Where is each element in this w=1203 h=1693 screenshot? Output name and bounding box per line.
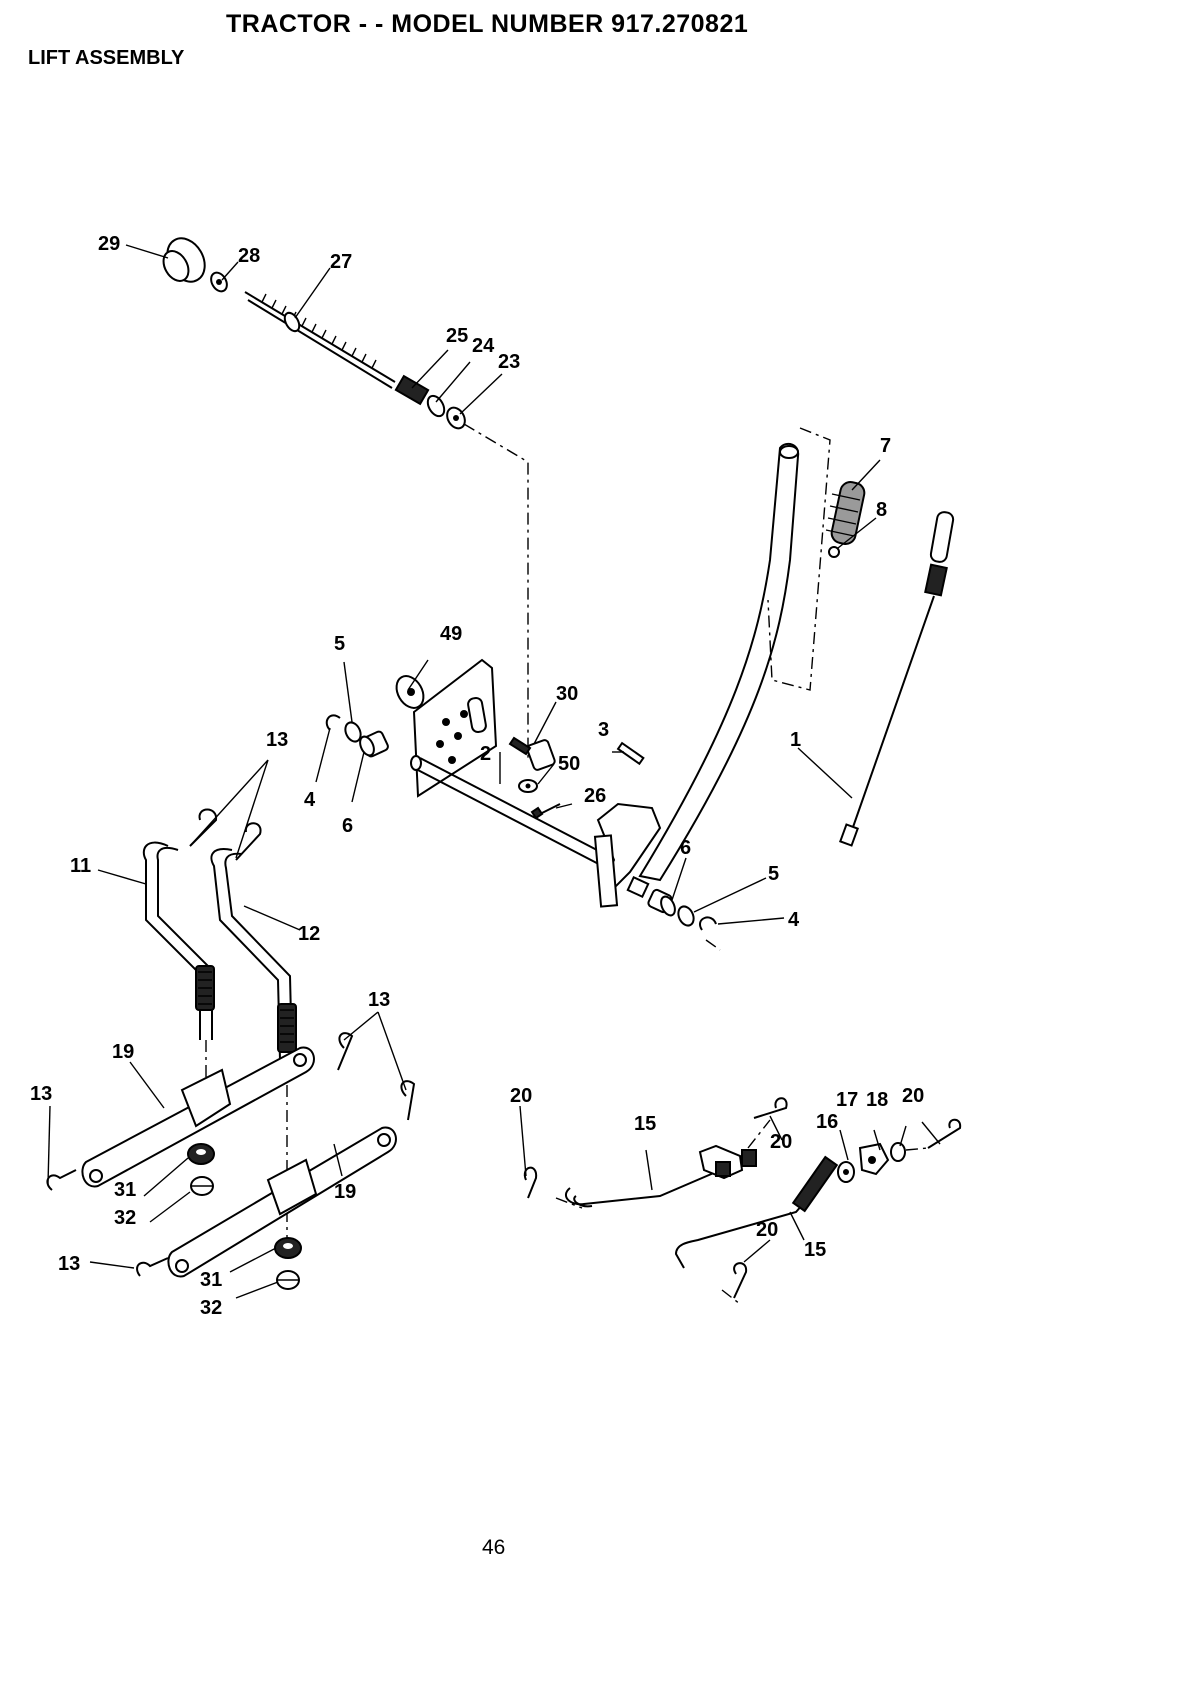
callout-5-left: 5 (334, 633, 345, 655)
cable-1 (840, 511, 954, 846)
callout-27: 27 (330, 251, 352, 273)
lift-rod-15-upper (566, 1146, 756, 1206)
callout-13-d: 13 (58, 1253, 80, 1275)
hairpin-13-e (47, 1170, 76, 1190)
callout-1: 1 (790, 729, 801, 751)
callout-6-left: 6 (342, 815, 353, 837)
callout-2: 2 (480, 743, 491, 765)
callout-13-c: 13 (30, 1083, 52, 1105)
callout-4-right: 4 (788, 909, 800, 931)
collar-right (628, 877, 648, 896)
callout-49: 49 (440, 623, 462, 645)
washer-50 (519, 780, 537, 792)
callout-15-upper: 15 (634, 1113, 656, 1135)
washer-24 (424, 393, 447, 419)
callout-15-lower: 15 (804, 1239, 826, 1261)
hairpin-13-d (401, 1081, 414, 1120)
callout-20-d: 20 (756, 1219, 778, 1241)
callout-6-right: 6 (680, 837, 691, 859)
lift-handle (640, 444, 798, 880)
callout-19-upper: 19 (112, 1041, 134, 1063)
retainer-4-left (327, 715, 340, 730)
callout-8: 8 (876, 499, 887, 521)
callout-20-c: 20 (902, 1085, 924, 1107)
callout-26: 26 (584, 785, 606, 807)
hairpin-20-d (734, 1263, 746, 1298)
callout-32-upper: 32 (114, 1207, 136, 1229)
callout-13-b: 13 (368, 989, 390, 1011)
knob-29 (158, 232, 212, 289)
lift-link-11 (144, 843, 214, 1040)
callout-13-a: 13 (266, 729, 288, 751)
callout-23: 23 (498, 351, 520, 373)
nut-23 (444, 404, 469, 431)
page-number: 46 (482, 1536, 505, 1560)
washer-16 (838, 1162, 854, 1182)
spacer-31-upper (188, 1144, 214, 1164)
retainer-4-right (700, 917, 716, 930)
callout-18: 18 (866, 1089, 888, 1111)
callout-12: 12 (298, 923, 320, 945)
lift-arm-19-upper (82, 1047, 314, 1186)
callout-30: 30 (556, 683, 578, 705)
washer-28 (208, 270, 230, 294)
callout-24: 24 (472, 335, 495, 357)
callout-29: 29 (98, 233, 120, 255)
callout-20-a: 20 (510, 1085, 532, 1107)
hairpin-20-a (754, 1098, 787, 1118)
callout-50: 50 (558, 753, 580, 775)
callout-19-lower: 19 (334, 1181, 356, 1203)
callout-labels: 29 28 27 25 24 23 7 8 1 49 5 30 3 2 50 2… (30, 233, 924, 1319)
callout-25: 25 (446, 325, 468, 347)
clevis-centerline-b (906, 1148, 928, 1150)
pin-8 (829, 547, 839, 557)
spring-25 (396, 376, 428, 404)
callout-3: 3 (598, 719, 609, 741)
screw-26 (532, 804, 560, 818)
callout-5-right: 5 (768, 863, 779, 885)
callout-31-lower: 31 (200, 1269, 222, 1291)
hairpin-20-c (525, 1168, 536, 1198)
adjustment-rod-27 (245, 292, 395, 388)
swivel-30 (510, 738, 556, 771)
callout-11: 11 (70, 855, 91, 877)
clevis-centerline-a (748, 1120, 770, 1148)
lift-link-12 (211, 849, 296, 1060)
nut-32-upper (191, 1177, 213, 1195)
spacer-31-lower (275, 1238, 301, 1258)
pin-18 (891, 1143, 905, 1161)
hairpin-20-b (928, 1120, 960, 1148)
lever-bracket (595, 804, 660, 907)
washer-5-right (675, 904, 696, 928)
bushing-6-right (647, 889, 678, 918)
bushing-6-left (357, 730, 389, 757)
callout-32-lower: 32 (200, 1297, 222, 1319)
clevis-17 (860, 1144, 888, 1174)
retainer-centerline (706, 940, 720, 950)
callout-20-b: 20 (770, 1131, 792, 1153)
nut-32-lower (277, 1271, 299, 1289)
grip-7 (826, 480, 866, 546)
callout-31-upper: 31 (114, 1179, 136, 1201)
hairpin-13-a (190, 810, 216, 847)
hairpin-13-f (137, 1258, 168, 1276)
callout-16: 16 (816, 1111, 838, 1133)
callout-28: 28 (238, 245, 260, 267)
callout-17: 17 (836, 1089, 858, 1111)
callout-7: 7 (880, 435, 891, 457)
callout-4-left: 4 (304, 789, 316, 811)
key-3 (618, 743, 643, 764)
